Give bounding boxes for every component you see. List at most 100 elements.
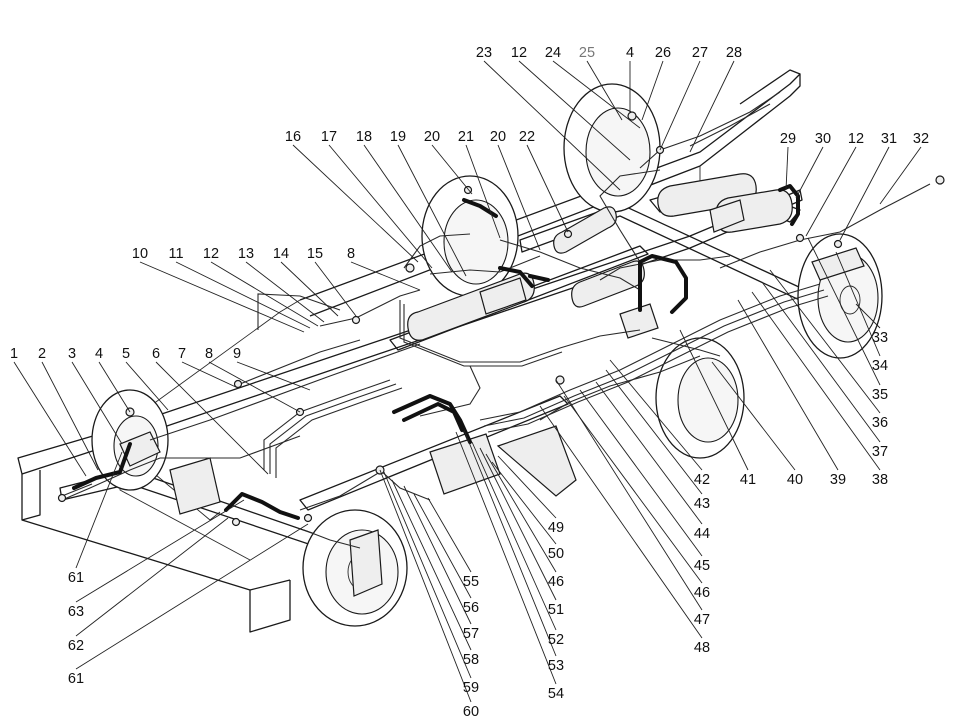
leader-line-62	[75, 517, 229, 637]
callout-label-60: 60	[463, 704, 479, 720]
leader-line-2	[41, 361, 99, 471]
callout-label-8: 8	[205, 346, 213, 362]
callout-label-9: 9	[233, 346, 241, 362]
leader-line-23	[483, 60, 621, 191]
callout-label-14: 14	[273, 246, 289, 262]
callout-label-37: 37	[872, 444, 888, 460]
callout-label-3: 3	[68, 346, 76, 362]
callout-label-48: 48	[694, 640, 710, 656]
callout-label-25: 25	[579, 45, 595, 61]
callout-label-12: 12	[511, 45, 527, 61]
leader-line-18	[363, 144, 453, 273]
leader-line-30	[795, 146, 824, 199]
callout-label-1: 1	[10, 346, 18, 362]
leader-line-52	[471, 441, 557, 631]
leader-line-46	[563, 395, 703, 584]
leader-line-5	[125, 361, 169, 411]
callout-label-11: 11	[168, 246, 183, 262]
leader-line-46	[485, 453, 557, 573]
callout-label-39: 39	[830, 472, 846, 488]
callout-label-40: 40	[787, 472, 803, 488]
leader-line-39	[737, 299, 839, 471]
callout-label-7: 7	[178, 346, 186, 362]
callout-label-54: 54	[548, 686, 564, 702]
callout-label-28: 28	[726, 45, 742, 61]
leader-line-8	[350, 261, 421, 291]
leader-line-24	[552, 60, 641, 129]
leader-line-43	[605, 369, 703, 495]
leader-line-14	[280, 261, 339, 317]
leader-line-20	[497, 144, 541, 251]
leader-line-40	[711, 361, 796, 471]
callout-label-55: 55	[463, 574, 479, 590]
leader-line-11	[175, 261, 311, 329]
callout-label-47: 47	[694, 612, 710, 628]
leader-line-7	[181, 361, 239, 389]
callout-label-61: 61	[68, 671, 84, 687]
callout-label-43: 43	[694, 496, 710, 512]
callout-label-34: 34	[872, 358, 888, 374]
callout-label-56: 56	[463, 600, 479, 616]
callout-label-17: 17	[321, 129, 337, 145]
callout-label-49: 49	[548, 520, 564, 536]
callout-label-51: 51	[548, 602, 564, 618]
callout-label-10: 10	[132, 246, 148, 262]
callout-label-41: 41	[740, 472, 756, 488]
leader-line-12	[210, 261, 319, 327]
fittings	[57, 111, 945, 527]
leader-line-4	[98, 361, 131, 413]
callout-label-12: 12	[848, 131, 864, 147]
callout-label-36: 36	[872, 415, 888, 431]
leader-line-31	[839, 146, 890, 241]
leader-line-27	[659, 60, 701, 151]
callout-label-42: 42	[694, 472, 710, 488]
leader-line-35	[807, 237, 881, 386]
leader-line-12	[518, 60, 631, 161]
callout-label-4: 4	[626, 45, 634, 61]
callout-label-32: 32	[913, 131, 929, 147]
leader-line-8	[208, 361, 301, 413]
frame-rails	[17, 69, 803, 633]
callout-label-13: 13	[238, 246, 254, 262]
leader-line-28	[689, 60, 735, 153]
brake-units	[119, 173, 865, 597]
leader-line-37	[761, 281, 881, 443]
leader-line-10	[139, 261, 305, 333]
leader-line-63	[75, 499, 245, 603]
leader-line-34	[835, 251, 881, 357]
callout-label-6: 6	[152, 346, 160, 362]
callout-label-18: 18	[356, 129, 372, 145]
leader-line-6	[155, 361, 269, 475]
callout-label-20: 20	[490, 129, 506, 145]
leader-line-3	[71, 361, 123, 445]
leader-line-61	[75, 523, 309, 670]
callout-label-20: 20	[424, 129, 440, 145]
callout-label-29: 29	[780, 131, 796, 147]
callout-label-46: 46	[548, 574, 564, 590]
callout-label-16: 16	[285, 129, 301, 145]
callout-label-50: 50	[548, 546, 564, 562]
callout-label-53: 53	[548, 658, 564, 674]
leader-line-48	[539, 405, 703, 639]
leader-line-13	[245, 261, 325, 323]
callout-label-5: 5	[122, 346, 130, 362]
leader-line-42	[609, 359, 703, 471]
callout-label-24: 24	[545, 45, 561, 61]
leader-line-16	[292, 144, 419, 263]
leader-line-15	[314, 261, 357, 317]
callout-label-61: 61	[68, 570, 84, 586]
leader-line-9	[236, 361, 311, 391]
callout-label-38: 38	[872, 472, 888, 488]
callout-label-31: 31	[881, 131, 897, 147]
callout-label-8: 8	[347, 246, 355, 262]
callout-label-33: 33	[872, 330, 888, 346]
callout-label-23: 23	[476, 45, 492, 61]
callout-label-63: 63	[68, 604, 84, 620]
leader-line-25	[586, 60, 623, 121]
callout-label-19: 19	[390, 129, 406, 145]
leader-line-17	[328, 144, 433, 269]
callout-label-45: 45	[694, 558, 710, 574]
callout-label-4: 4	[95, 346, 103, 362]
leader-line-29	[785, 146, 789, 191]
callout-label-59: 59	[463, 680, 479, 696]
